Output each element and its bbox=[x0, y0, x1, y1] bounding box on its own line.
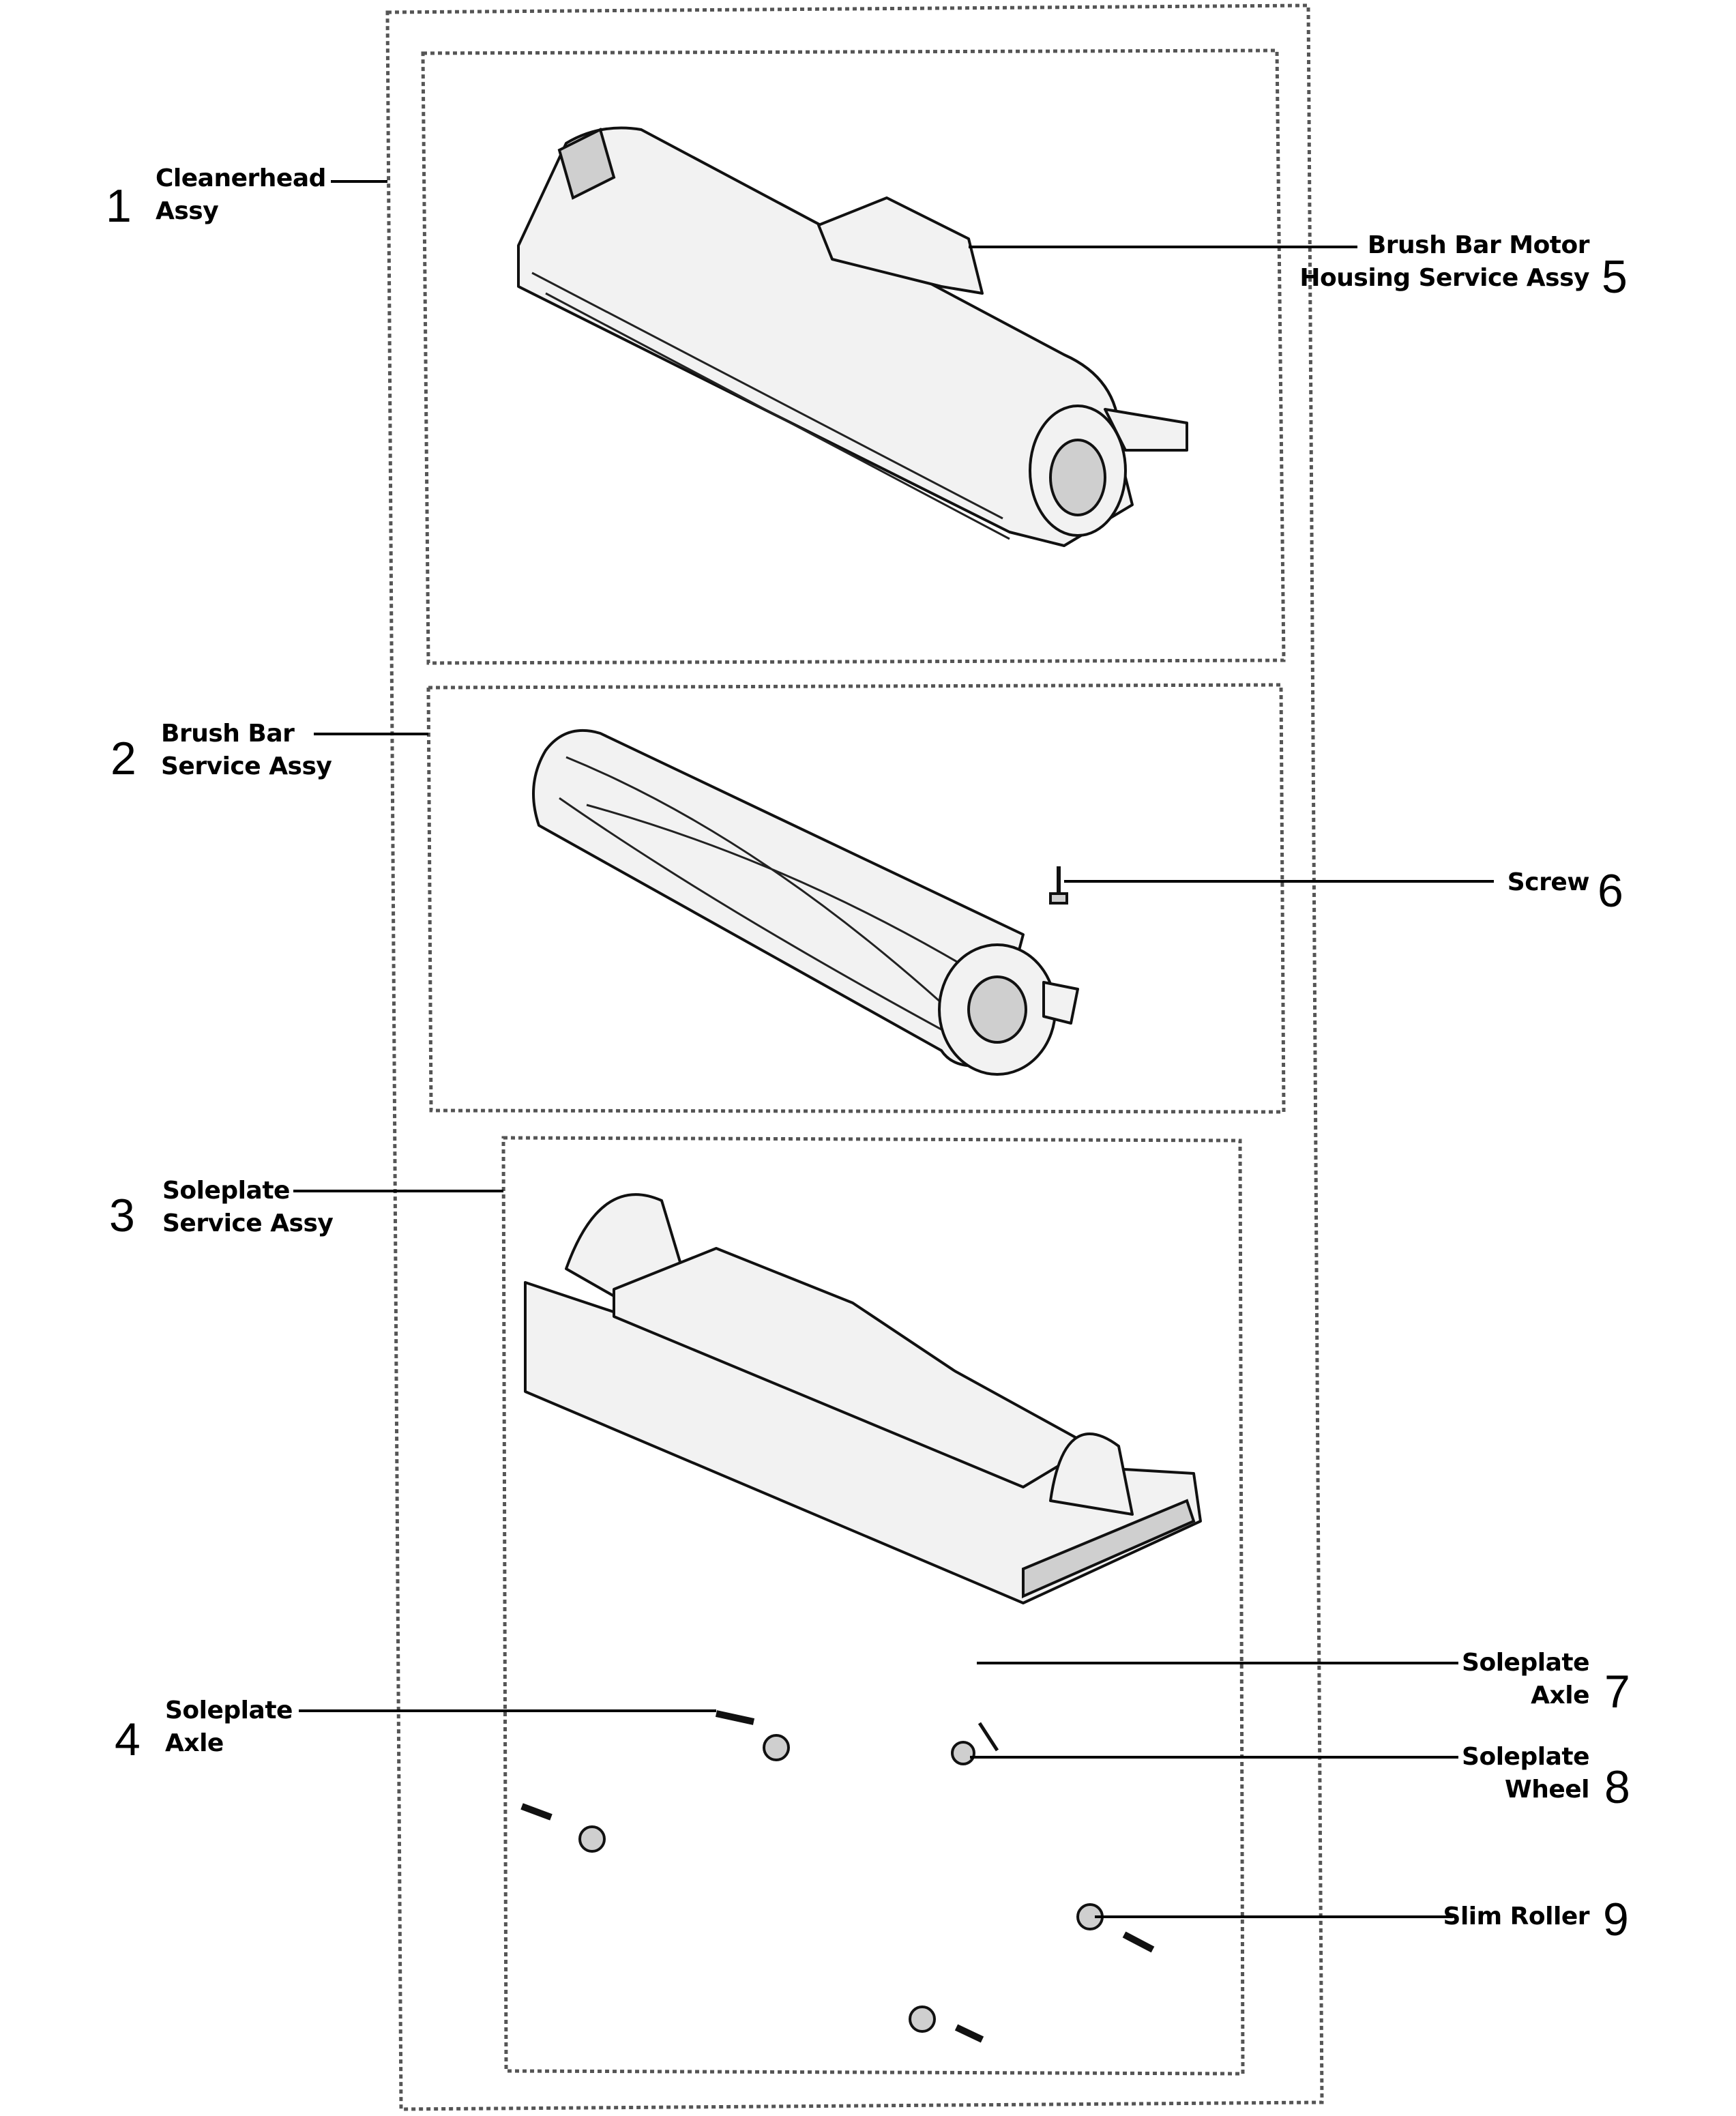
small-parts-drawing bbox=[520, 1710, 1155, 2043]
callout-7-label: Soleplate Axle bbox=[1462, 1649, 1589, 1709]
panel-cleanerhead bbox=[421, 48, 1286, 665]
callout-4-label: Soleplate Axle bbox=[165, 1696, 293, 1757]
callout-6-number: 6 bbox=[1598, 865, 1623, 917]
callout-6-label: Screw bbox=[1507, 868, 1590, 896]
callout-2-number: 2 bbox=[111, 733, 136, 784]
callout-9-label: Slim Roller bbox=[1443, 1902, 1590, 1930]
panel-soleplate bbox=[501, 1136, 1245, 2076]
callout-9-number: 9 bbox=[1603, 1894, 1629, 1945]
callout-5-label: Brush Bar Motor Housing Service Assy bbox=[1299, 231, 1589, 292]
callout-8-number: 8 bbox=[1604, 1761, 1630, 1813]
soleplate-drawing bbox=[524, 1193, 1202, 1604]
outer-frame bbox=[385, 3, 1324, 2111]
callout-2-label: Brush Bar Service Assy bbox=[161, 720, 332, 780]
callout-7-number: 7 bbox=[1604, 1666, 1630, 1718]
callout-8-label: Soleplate Wheel bbox=[1462, 1743, 1589, 1804]
callout-3-number: 3 bbox=[109, 1190, 135, 1241]
callout-4-number: 4 bbox=[115, 1714, 141, 1765]
callout-3-label: Soleplate Service Assy bbox=[162, 1177, 334, 1237]
cleanerhead-assy-drawing bbox=[517, 126, 1188, 547]
callout-1-label: Cleanerhead Assy bbox=[156, 164, 326, 225]
screw-drawing bbox=[1049, 866, 1068, 905]
brush-bar-drawing bbox=[532, 729, 1079, 1076]
callout-1-number: 1 bbox=[106, 180, 132, 232]
callout-5-number: 5 bbox=[1602, 251, 1628, 303]
